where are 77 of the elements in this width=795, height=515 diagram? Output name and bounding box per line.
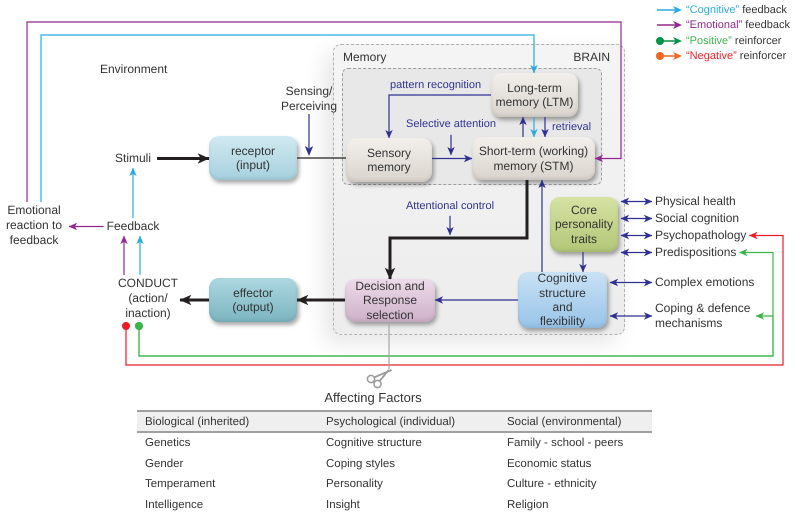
arrow [447, 134, 455, 156]
factor-item: Family - school - peers [507, 437, 624, 450]
arrow [68, 222, 104, 230]
arrow [541, 117, 549, 138]
arrow [519, 116, 527, 137]
arrow [384, 180, 528, 280]
effector-box: effector (output) [209, 278, 297, 322]
arrow [434, 296, 518, 304]
process-label: Sensing/ Perceiving [280, 84, 338, 114]
concept-label: Feedback [106, 219, 160, 234]
area-label: Environment [100, 62, 168, 76]
arrow [157, 153, 210, 164]
process-label: Selective attention [406, 118, 496, 132]
factor-item: Genetics [145, 437, 190, 450]
factor-item: Culture - ethnicity [507, 478, 596, 490]
arrow [538, 180, 546, 272]
factor-item: Gender [145, 458, 184, 470]
double-arrow [620, 232, 652, 240]
factor-item: Temperament [145, 478, 216, 490]
arrow [179, 294, 209, 306]
receptor-box: receptor (input) [209, 136, 297, 180]
edge-label: pattern recognition [390, 78, 482, 92]
double-arrow [620, 214, 652, 222]
factor-item: Cognitive structure [326, 437, 422, 450]
factor-label: Predispositions [655, 245, 736, 260]
process-label: Attentional control [406, 200, 494, 214]
legend-text: “Positive” reinforcer [686, 34, 782, 47]
legend-text: “Negative” reinforcer [686, 50, 786, 62]
factor-item: Economic status [507, 458, 592, 470]
connector-line [297, 157, 346, 159]
trait-box: Core personality traits [550, 197, 618, 252]
memory-box: Short-term (working) memory (STM) [472, 137, 595, 180]
factor-item: Intelligence [145, 498, 204, 511]
process-box: Decision and Response selection [345, 279, 435, 322]
arrow [136, 236, 144, 275]
concept-label: CONDUCT (action/ inaction) [118, 276, 178, 321]
factor-label: Complex emotions [655, 275, 754, 290]
connector-line [388, 322, 390, 369]
factor-item: Religion [507, 498, 549, 511]
scissors-icon [366, 369, 392, 388]
memory-box: Sensory memory [346, 138, 432, 182]
arrow [530, 117, 538, 138]
double-arrow [620, 248, 652, 256]
column-heading: Biological (inherited) [145, 416, 250, 428]
double-arrow [610, 312, 652, 320]
arrow [296, 294, 345, 306]
dot-arrow [135, 312, 774, 357]
arrow [579, 252, 587, 272]
arrow [446, 216, 454, 236]
legend-text: “Cognitive” feedback [686, 4, 787, 16]
edge-label: retrieval [552, 120, 592, 134]
arrow [385, 94, 491, 138]
process-box: Cognitive structure and flexibility [518, 272, 607, 328]
region-title: BRAIN [573, 50, 610, 64]
factor-label: Social cognition [655, 211, 740, 226]
memory-box: Long-term memory (LTM) [491, 73, 578, 117]
factor-item: Personality [326, 478, 383, 490]
column-heading: Psychological (individual) [326, 416, 456, 428]
arrow [40, 34, 538, 202]
dot-arrow [122, 232, 784, 366]
concept-label: Stimuli [115, 151, 151, 166]
arrow [129, 168, 137, 218]
arrow [432, 154, 472, 162]
factor-label: Psychopathology [655, 228, 746, 243]
legend-text: “Emotional” feedback [686, 19, 790, 32]
concept-label: Emotional reaction to feedback [1, 203, 67, 248]
double-arrow [610, 278, 652, 286]
factor-label: Physical health [655, 194, 736, 209]
factor-label: Coping & defence mechanisms [655, 301, 753, 331]
double-arrow [620, 198, 652, 206]
column-heading: Social (environmental) [507, 416, 622, 428]
table-title: Affecting Factors [324, 390, 422, 405]
factor-item: Coping styles [326, 458, 396, 470]
region-title: Memory [343, 50, 386, 64]
arrow [120, 236, 128, 275]
arrow [26, 21, 622, 202]
factor-item: Insight [326, 498, 360, 511]
